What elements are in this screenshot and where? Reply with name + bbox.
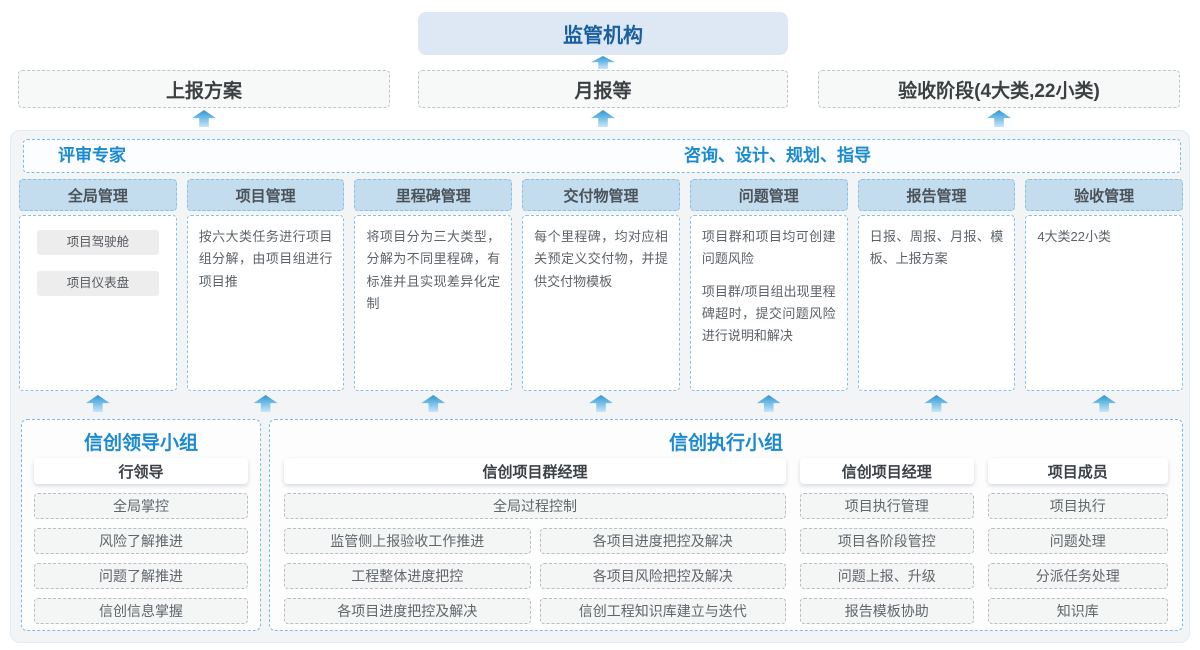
up-arrow-icon: [253, 395, 278, 412]
up-arrow-icon: [756, 395, 781, 412]
list-item: 项目各阶段管控: [800, 528, 974, 554]
execution-group: 信创执行小组 信创项目群经理 全局过程控制 监管侧上报验收工作推进 各项目进度把…: [269, 419, 1183, 631]
list-item: 报告模板协助: [800, 598, 974, 624]
up-arrow-icon: [85, 395, 110, 412]
up-arrow-icon: [591, 56, 615, 69]
column-paragraph: 日报、周报、月报、模板、上报方案: [869, 229, 1004, 267]
column-paragraph: 按六大类任务进行项目组分解，由项目组进行项目推: [198, 229, 333, 289]
role-project-manager: 信创项目经理: [800, 458, 974, 484]
column-project-management: 项目管理 按六大类任务进行项目组分解，由项目组进行项目推: [186, 179, 345, 391]
group-title: 信创领导小组: [83, 432, 198, 454]
column-body: 4大类22小类: [1025, 215, 1184, 391]
column-paragraph: 4大类22小类: [1037, 229, 1112, 244]
report-box-label: 上报方案: [165, 80, 242, 102]
up-arrow-icon: [591, 110, 615, 127]
list-item: 信创工程知识库建立与迭代: [539, 598, 786, 624]
experts-bar: 评审专家 咨询、设计、规划、指导: [23, 139, 1181, 173]
report-box-label: 月报等: [574, 80, 632, 102]
column-global-management: 全局管理 项目驾驶舱 项目仪表盘: [19, 179, 177, 391]
list-item: 知识库: [987, 598, 1168, 624]
column-body: 项目群和项目均可创建问题风险 项目群/项目组出现里程碑超时，提交问题风险进行说明…: [689, 215, 848, 391]
list-item: 项目执行: [987, 493, 1168, 519]
list-item: 风险了解推进: [34, 528, 248, 554]
project-member-section: 项目成员 项目执行 问题处理 分派任务处理 知识库: [987, 458, 1168, 624]
column-report-management: 报告管理 日报、周报、月报、模板、上报方案: [857, 179, 1016, 391]
role-program-manager: 信创项目群经理: [284, 458, 786, 484]
column-acceptance-management: 验收管理 4大类22小类: [1025, 179, 1184, 391]
column-body: 项目驾驶舱 项目仪表盘: [19, 215, 177, 391]
column-milestone-management: 里程碑管理 将项目分为三大类型，分解为不同里程碑，有标准并且实现差异化定制: [354, 179, 513, 391]
up-arrow-icon: [987, 110, 1011, 127]
report-box-monthly: 月报等: [418, 70, 788, 108]
role-project-member: 项目成员: [987, 458, 1168, 484]
column-deliverable-management: 交付物管理 每个里程碑，均对应相关预定义交付物，并提供交付物模板: [522, 179, 680, 391]
platform-container: 评审专家 咨询、设计、规划、指导 全局管理 项目驾驶舱 项目仪表盘 项目管理 按…: [10, 130, 1190, 643]
column-title: 项目管理: [186, 179, 345, 211]
up-arrow-icon: [192, 110, 216, 127]
list-item: 全局过程控制: [284, 493, 786, 519]
up-arrow-icon: [421, 395, 446, 412]
regulator-label: 监管机构: [563, 25, 643, 47]
list-item: 工程整体进度把控: [284, 563, 531, 589]
list-item: 全局掌控: [34, 493, 248, 519]
column-title: 全局管理: [19, 179, 177, 211]
list-item: 问题上报、升级: [800, 563, 974, 589]
report-box-acceptance: 验收阶段(4大类,22小类): [818, 70, 1180, 108]
group-title: 信创执行小组: [668, 432, 783, 454]
list-item: 分派任务处理: [987, 563, 1168, 589]
list-item: 问题处理: [987, 528, 1168, 554]
regulator-box: 监管机构: [418, 12, 788, 55]
column-body: 每个里程碑，均对应相关预定义交付物，并提供交付物模板: [522, 215, 680, 391]
column-body: 将项目分为三大类型，分解为不同里程碑，有标准并且实现差异化定制: [354, 215, 513, 391]
management-columns: 全局管理 项目驾驶舱 项目仪表盘 项目管理 按六大类任务进行项目组分解，由项目组…: [19, 179, 1184, 391]
chip-project-dashboard: 项目仪表盘: [36, 271, 159, 296]
column-title: 里程碑管理: [354, 179, 513, 211]
column-arrows-row: [19, 395, 1183, 412]
up-arrow-icon: [924, 395, 949, 412]
list-item: 项目执行管理: [800, 493, 974, 519]
project-manager-section: 信创项目经理 项目执行管理 项目各阶段管控 问题上报、升级 报告模板协助: [800, 458, 974, 624]
column-issue-management: 问题管理 项目群和项目均可创建问题风险 项目群/项目组出现里程碑超时，提交问题风…: [689, 179, 848, 391]
column-body: 日报、周报、月报、模板、上报方案: [857, 215, 1016, 391]
list-item: 各项目进度把控及解决: [284, 598, 531, 624]
program-manager-section: 信创项目群经理 全局过程控制 监管侧上报验收工作推进 各项目进度把控及解决 工程…: [284, 458, 786, 624]
chip-project-cockpit: 项目驾驶舱: [36, 230, 159, 255]
leadership-group: 信创领导小组 行领导 全局掌控 风险了解推进 问题了解推进 信创信息掌握: [21, 419, 261, 631]
column-title: 验收管理: [1025, 179, 1184, 211]
column-paragraph: 将项目分为三大类型，分解为不同里程碑，有标准并且实现差异化定制: [366, 229, 501, 312]
column-paragraph: 项目群和项目均可创建问题风险: [701, 229, 836, 267]
column-paragraph: 每个里程碑，均对应相关预定义交付物，并提供交付物模板: [534, 229, 668, 289]
consult-label: 咨询、设计、规划、指导: [684, 146, 871, 165]
list-item: 监管侧上报验收工作推进: [284, 528, 531, 554]
experts-label: 评审专家: [58, 146, 126, 165]
list-item: 信创信息掌握: [34, 598, 248, 624]
column-title: 问题管理: [689, 179, 848, 211]
report-box-label: 验收阶段(4大类,22小类): [898, 80, 1100, 102]
column-title: 交付物管理: [522, 179, 680, 211]
column-paragraph: 项目群/项目组出现里程碑超时，提交问题风险进行说明和解决: [701, 283, 836, 344]
report-box-plan: 上报方案: [18, 70, 390, 108]
list-item: 问题了解推进: [34, 563, 248, 589]
up-arrow-icon: [589, 395, 614, 412]
list-item: 各项目进度把控及解决: [539, 528, 786, 554]
list-item: 各项目风险把控及解决: [539, 563, 786, 589]
column-body: 按六大类任务进行项目组分解，由项目组进行项目推: [186, 215, 345, 391]
up-arrow-icon: [1092, 395, 1117, 412]
role-bank-leader: 行领导: [34, 458, 248, 484]
column-title: 报告管理: [857, 179, 1016, 211]
